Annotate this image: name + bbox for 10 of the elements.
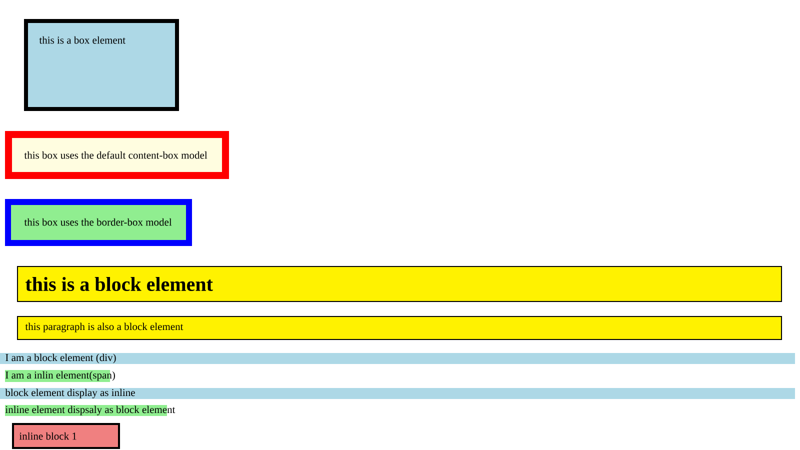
heading-block: this is a block element [17, 266, 782, 302]
block-band: I am a block element (div) [0, 353, 795, 364]
inline-span: I am a inlin element(span) [5, 370, 115, 382]
paragraph-block: this paragraph is also a block element [17, 316, 782, 340]
block-band: block element display as inline [0, 388, 795, 399]
border-box: this box uses the border-box model [5, 199, 192, 246]
inline-block: inline block 1 [12, 423, 120, 449]
content-box: this box uses the default content-box model [5, 131, 229, 179]
block-band: inline element dispsaly as block element [5, 405, 176, 416]
box-element: this is a box element [24, 19, 179, 111]
